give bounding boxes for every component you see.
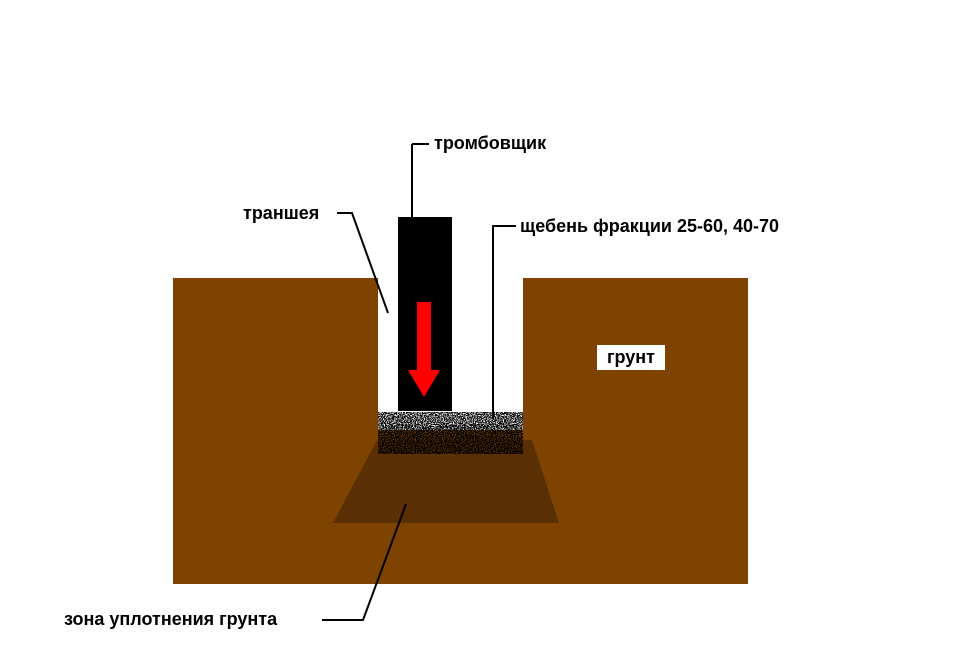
label-compaction-zone: зона уплотнения грунта — [64, 609, 278, 629]
leader-lines — [322, 143, 516, 621]
trench-leader — [337, 212, 389, 314]
soil-block-left — [173, 278, 378, 584]
gravel-leader — [492, 225, 516, 419]
label-trench: траншея — [243, 203, 320, 223]
label-tamper: тромбовщик — [434, 133, 547, 153]
label-gravel: щебень фракции 25-60, 40-70 — [520, 216, 780, 236]
label-soil: грунт — [597, 345, 665, 370]
zone-leader — [322, 503, 407, 621]
down-arrow-icon — [408, 302, 440, 397]
gravel-layer — [378, 412, 523, 454]
soil-block-right — [523, 278, 748, 584]
compaction-zone — [333, 440, 559, 523]
